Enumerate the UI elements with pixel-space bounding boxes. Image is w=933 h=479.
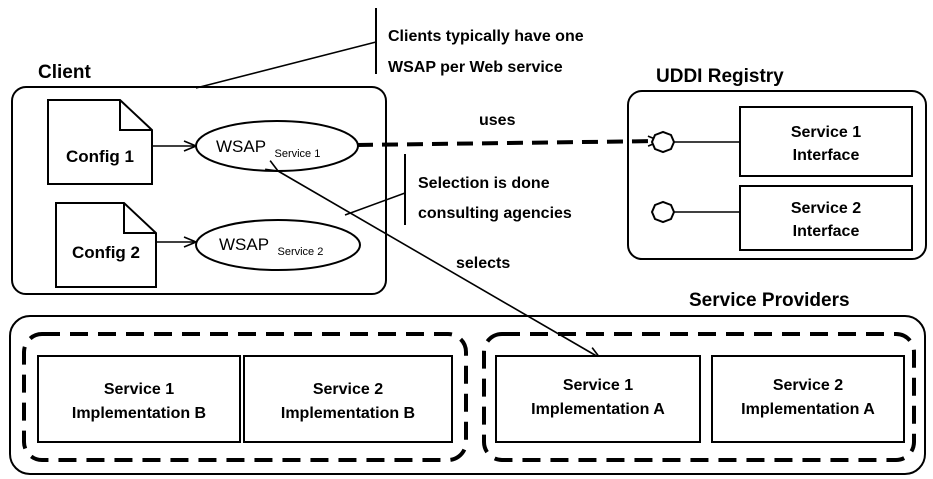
impl-service1-a-line1: Service 1 [563, 377, 633, 394]
service1-interface-line2: Interface [793, 147, 860, 164]
wsap2-sub: Service 2 [278, 246, 324, 258]
config2-label: Config 2 [72, 243, 140, 262]
wsap2-main: WSAP [219, 235, 269, 254]
service2-interface-box [739, 185, 913, 251]
wsap-service2: WSAP Service 2 [195, 219, 361, 271]
impl-service2-a-line1: Service 2 [773, 377, 843, 394]
service1-interface-box [739, 106, 913, 177]
providers-box [9, 315, 926, 475]
impl-service1-b: Service 1 Implementation B [37, 355, 241, 443]
config2-document: Config 2 [55, 202, 157, 288]
config1-document: Config 1 [47, 99, 153, 185]
selection-note-line2: consulting agencies [418, 205, 572, 222]
service1-interface-line1: Service 1 [791, 124, 861, 141]
service1-port-octagon [650, 130, 676, 154]
service2-port-octagon [650, 200, 676, 224]
selects-arrow [278, 171, 600, 358]
uddi-box [627, 90, 927, 260]
impl-service1-a: Service 1 Implementation A [495, 355, 701, 443]
clients-note-leader [195, 41, 377, 89]
service2-interface-line1: Service 2 [791, 200, 861, 217]
wsap-service1: WSAP Service 1 [195, 120, 359, 172]
service2-interface-line2: Interface [793, 223, 860, 240]
wsap1-main: WSAP [216, 137, 266, 156]
config1-label: Config 1 [66, 147, 134, 166]
impl-service2-b-line2: Implementation B [281, 405, 415, 422]
provider-group-a [482, 332, 916, 462]
impl-service2-b-line1: Service 2 [313, 381, 383, 398]
impl-service1-a-line2: Implementation A [531, 401, 665, 418]
clients-note-line2: WSAP per Web service [388, 59, 563, 76]
provider-group-b [22, 332, 468, 462]
selection-note-leader [344, 192, 406, 216]
wsap1-sub: Service 1 [275, 148, 321, 160]
uses-arrow [356, 141, 660, 147]
impl-service1-b-line2: Implementation B [72, 405, 206, 422]
selects-label: selects [456, 255, 510, 272]
impl-service2-a: Service 2 Implementation A [711, 355, 905, 443]
svg-text:WSAP Service 1: WSAP Service 1 [216, 137, 320, 160]
uses-label: uses [479, 112, 516, 129]
providers-title: Service Providers [689, 290, 850, 311]
clients-note-line1: Clients typically have one [388, 28, 584, 45]
impl-service2-a-line2: Implementation A [741, 401, 875, 418]
uddi-title: UDDI Registry [656, 66, 784, 87]
selection-note-line1: Selection is done [418, 175, 550, 192]
impl-service1-b-line1: Service 1 [104, 381, 174, 398]
impl-service2-b: Service 2 Implementation B [243, 355, 453, 443]
client-title: Client [38, 62, 91, 83]
